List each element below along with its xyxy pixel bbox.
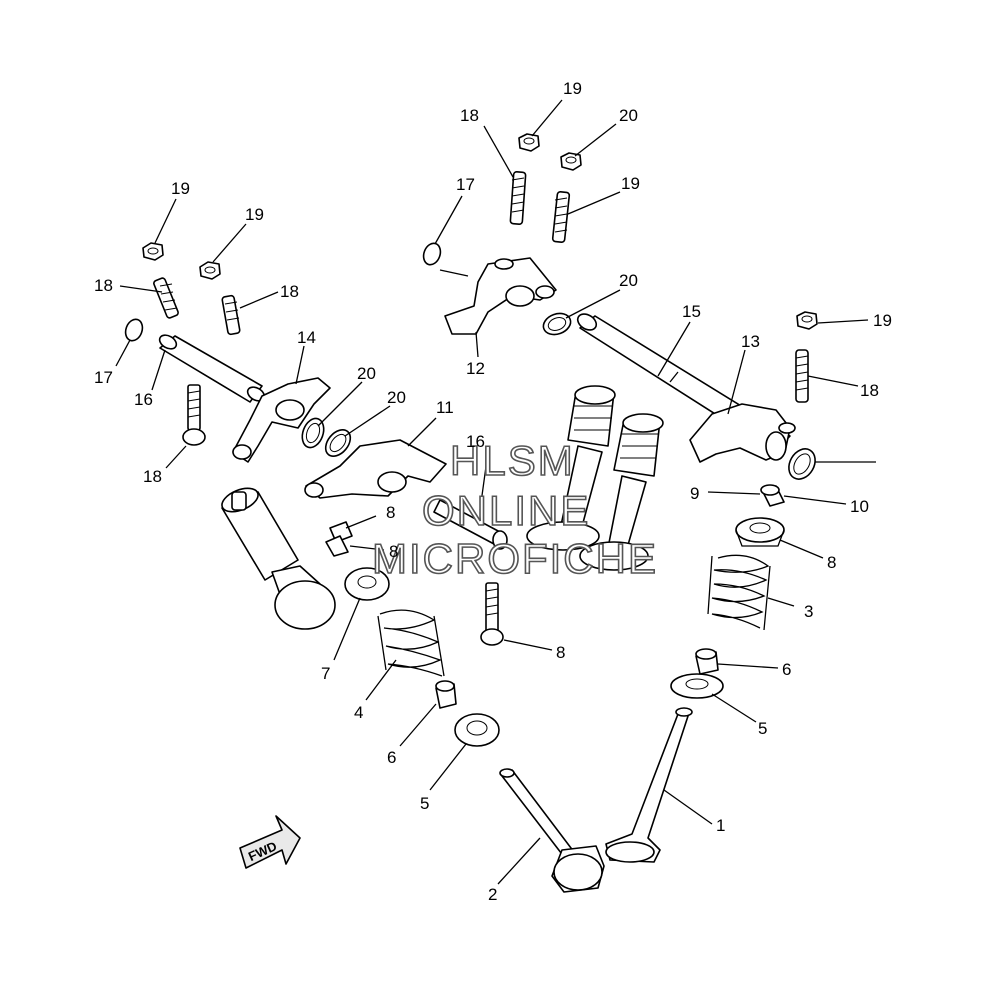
washer-20-left-b: [324, 429, 352, 457]
o-ring-16-left: [124, 318, 144, 342]
stud-18-left-a: [153, 277, 179, 319]
valve-1: [605, 707, 693, 863]
callout-19: 20: [619, 106, 638, 125]
watermark-line-3: MICROFICHE: [372, 535, 658, 582]
callout-12: 14: [297, 328, 316, 347]
callout-19: 19: [171, 179, 190, 198]
callout-18: 18: [94, 276, 113, 295]
callout-19: 19: [245, 205, 264, 224]
rocker-shaft-15: [158, 334, 266, 403]
bolt-17-left: [182, 384, 206, 446]
valve-lifter-center-a: [526, 385, 616, 551]
leader-lines: [115, 99, 876, 885]
callout-13: 15: [682, 302, 701, 321]
callout-17: 18: [143, 467, 162, 486]
stud-18-top-right: [551, 191, 571, 243]
rocker-arm-12: [232, 377, 331, 463]
callout-16: 17: [456, 175, 475, 194]
callout-8: 8: [386, 503, 395, 522]
forward-direction-arrow: FWD: [239, 815, 301, 869]
callout-11: 11: [436, 398, 454, 417]
nut-19-left-b: [199, 261, 221, 280]
callout-9: 13: [741, 332, 760, 351]
watermark-line-2: ONLINE: [422, 487, 590, 534]
nut-19-left-a: [142, 242, 164, 261]
valve-spring-3: [707, 554, 771, 631]
callout-1: 1: [716, 816, 725, 835]
rocker-arm-11: [304, 439, 447, 499]
stud-18-right: [795, 349, 809, 403]
callout-8: 9: [690, 484, 699, 503]
retainer-7-left: [344, 567, 390, 601]
callout-8: 10: [850, 497, 869, 516]
callout-20: 20: [357, 364, 376, 383]
valve-2: [499, 768, 605, 893]
o-ring-16-center: [422, 242, 442, 266]
adjusting-screw-14: [433, 499, 508, 550]
stud-18-left-b: [221, 294, 241, 336]
callout-5: 5: [758, 719, 767, 738]
watermark: HLSM ONLINE MICROFICHE: [371, 436, 658, 583]
callout-16: 17: [94, 368, 113, 387]
callout-2: 2: [488, 885, 497, 904]
valve-lifter-left: [221, 487, 336, 630]
washer-20-center: [542, 312, 572, 336]
callout-15: 16: [134, 390, 153, 409]
callout-18: 19: [621, 174, 640, 193]
callout-18: 18: [280, 282, 299, 301]
spring-seat-5-left: [454, 713, 500, 747]
callout-6: 6: [782, 660, 791, 679]
watermark-line-1: HLSM: [450, 437, 575, 484]
keeper-8-left: [325, 521, 353, 557]
callout-3: 3: [804, 602, 813, 621]
stem-seal-6-left: [435, 680, 457, 709]
callout-20: 20: [387, 388, 406, 407]
callout-7: 8: [827, 553, 836, 572]
rocker-arm-9: [689, 403, 796, 463]
callout-14: 16: [466, 432, 485, 451]
callout-labels: 19 18 20 19 17 19 19 20 18 18 15 19 14 1…: [94, 79, 892, 904]
callout-18: 18: [860, 381, 879, 400]
callout-18: 18: [460, 106, 479, 125]
callout-10: 12: [466, 359, 485, 378]
valve-lifter-center-b: [579, 413, 664, 571]
washer-20-right: [788, 448, 816, 480]
callout-17: 8: [556, 643, 565, 662]
callout-19: 19: [563, 79, 582, 98]
nut-19-top-center: [518, 133, 540, 152]
callout-6: 6: [387, 748, 396, 767]
spring-seat-5-right: [670, 673, 724, 699]
valve-spring-4: [377, 609, 445, 677]
bolt-17-center: [480, 582, 504, 646]
rocker-arm-10: [439, 257, 557, 335]
callout-20: 20: [619, 271, 638, 290]
keeper-8-right: [760, 484, 785, 507]
callout-7: 7: [321, 664, 330, 683]
nut-19-right: [796, 311, 818, 330]
stud-18-top-center: [509, 171, 527, 225]
nut-19-top-right: [560, 152, 582, 171]
callout-8: 8: [389, 542, 398, 561]
callout-4: 4: [354, 703, 363, 722]
retainer-7-right: [735, 517, 785, 547]
callout-19: 19: [873, 311, 892, 330]
stem-seal-6-right: [695, 648, 719, 675]
callout-5: 5: [420, 794, 429, 813]
